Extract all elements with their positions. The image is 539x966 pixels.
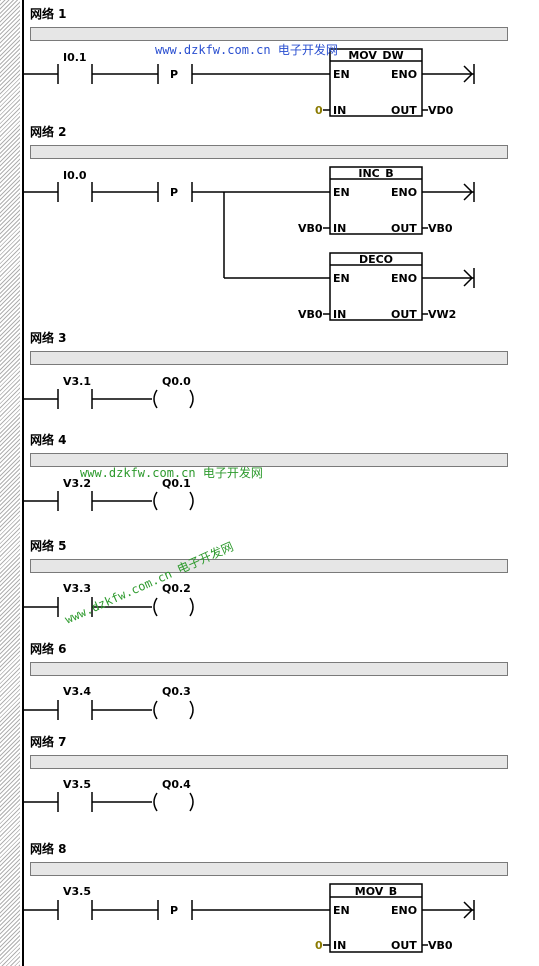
out-operand: VB0: [428, 939, 453, 952]
coil-label: Q0.1: [162, 477, 191, 490]
pin-out: OUT: [391, 104, 417, 117]
network-7-title: 网络 7: [30, 735, 67, 749]
network-6-rung: [23, 700, 194, 720]
network-6-title: 网络 6: [30, 642, 67, 656]
network-4-rung: [23, 491, 194, 511]
network-6-comment[interactable]: [30, 662, 508, 676]
pin-in: IN: [333, 222, 347, 235]
box-title: DECO: [358, 253, 394, 266]
out-operand: VB0: [428, 222, 453, 235]
pin-eno: ENO: [391, 272, 418, 285]
in-operand: VB0: [298, 308, 323, 321]
contact-label: V3.1: [63, 375, 91, 388]
pin-en: EN: [333, 68, 350, 81]
pin-en: EN: [333, 272, 350, 285]
network-8-comment[interactable]: [30, 862, 508, 876]
coil-label: Q0.3: [162, 685, 191, 698]
network-3-comment[interactable]: [30, 351, 508, 365]
network-4-comment[interactable]: [30, 453, 508, 467]
contact-label: V3.3: [63, 582, 91, 595]
contact-label: V3.2: [63, 477, 91, 490]
deco-box: [329, 252, 423, 321]
box-title: INC_B: [358, 167, 394, 180]
network-2-title: 网络 2: [30, 125, 67, 139]
contact-label: I0.1: [63, 51, 87, 64]
network-8-title: 网络 8: [30, 842, 67, 856]
coil-q00: [153, 389, 158, 409]
box-title: MOV_DW: [348, 49, 404, 62]
network-1-rung: [23, 48, 475, 117]
network-5-comment[interactable]: [30, 559, 508, 573]
in-operand: 0: [315, 939, 323, 952]
network-5-title: 网络 5: [30, 539, 67, 553]
network-1-title: 网络 1: [30, 7, 67, 21]
p-edge-label: P: [170, 186, 179, 199]
coil-q04: [153, 792, 158, 812]
box-title: MOV_B: [354, 885, 398, 898]
mov-b-box: [329, 883, 423, 953]
network-2-rung: [23, 166, 475, 321]
watermark-2: www.dzkfw.com.cn 电子开发网: [80, 466, 263, 480]
inc-b-box: [329, 166, 423, 235]
in-operand: 0: [315, 104, 323, 117]
contact-label: V3.5: [63, 778, 91, 791]
out-operand: VW2: [428, 308, 457, 321]
out-operand: VD0: [428, 104, 454, 117]
network-8-rung: [23, 883, 475, 953]
coil-q02: [153, 597, 158, 617]
pin-in: IN: [333, 104, 347, 117]
coil-q03: [153, 700, 158, 720]
mov-dw-box: [329, 48, 423, 117]
left-rail-hatch: [0, 0, 20, 966]
network-2-comment[interactable]: [30, 145, 508, 159]
watermark-1: www.dzkfw.com.cn 电子开发网: [155, 43, 338, 57]
pin-in: IN: [333, 939, 347, 952]
contact-label: I0.0: [63, 169, 87, 182]
p-edge-label: P: [170, 68, 179, 81]
pin-en: EN: [333, 186, 350, 199]
coil-q01: [153, 491, 158, 511]
pin-out: OUT: [391, 939, 417, 952]
in-operand: VB0: [298, 222, 323, 235]
network-5-rung: [23, 597, 194, 617]
p-edge-label: P: [170, 904, 179, 917]
network-3-title: 网络 3: [30, 331, 67, 345]
pin-out: OUT: [391, 308, 417, 321]
network-3-rung: [23, 389, 194, 409]
contact-label: V3.4: [63, 685, 91, 698]
network-7-rung: [23, 792, 194, 812]
coil-label: Q0.4: [162, 778, 191, 791]
pin-eno: ENO: [391, 68, 418, 81]
pin-in: IN: [333, 308, 347, 321]
coil-label: Q0.2: [162, 582, 191, 595]
network-7-comment[interactable]: [30, 755, 508, 769]
network-1-comment[interactable]: [30, 27, 508, 41]
pin-eno: ENO: [391, 186, 418, 199]
pin-en: EN: [333, 904, 350, 917]
pin-out: OUT: [391, 222, 417, 235]
pin-eno: ENO: [391, 904, 418, 917]
contact-label: V3.5: [63, 885, 91, 898]
coil-label: Q0.0: [162, 375, 191, 388]
network-4-title: 网络 4: [30, 433, 67, 447]
